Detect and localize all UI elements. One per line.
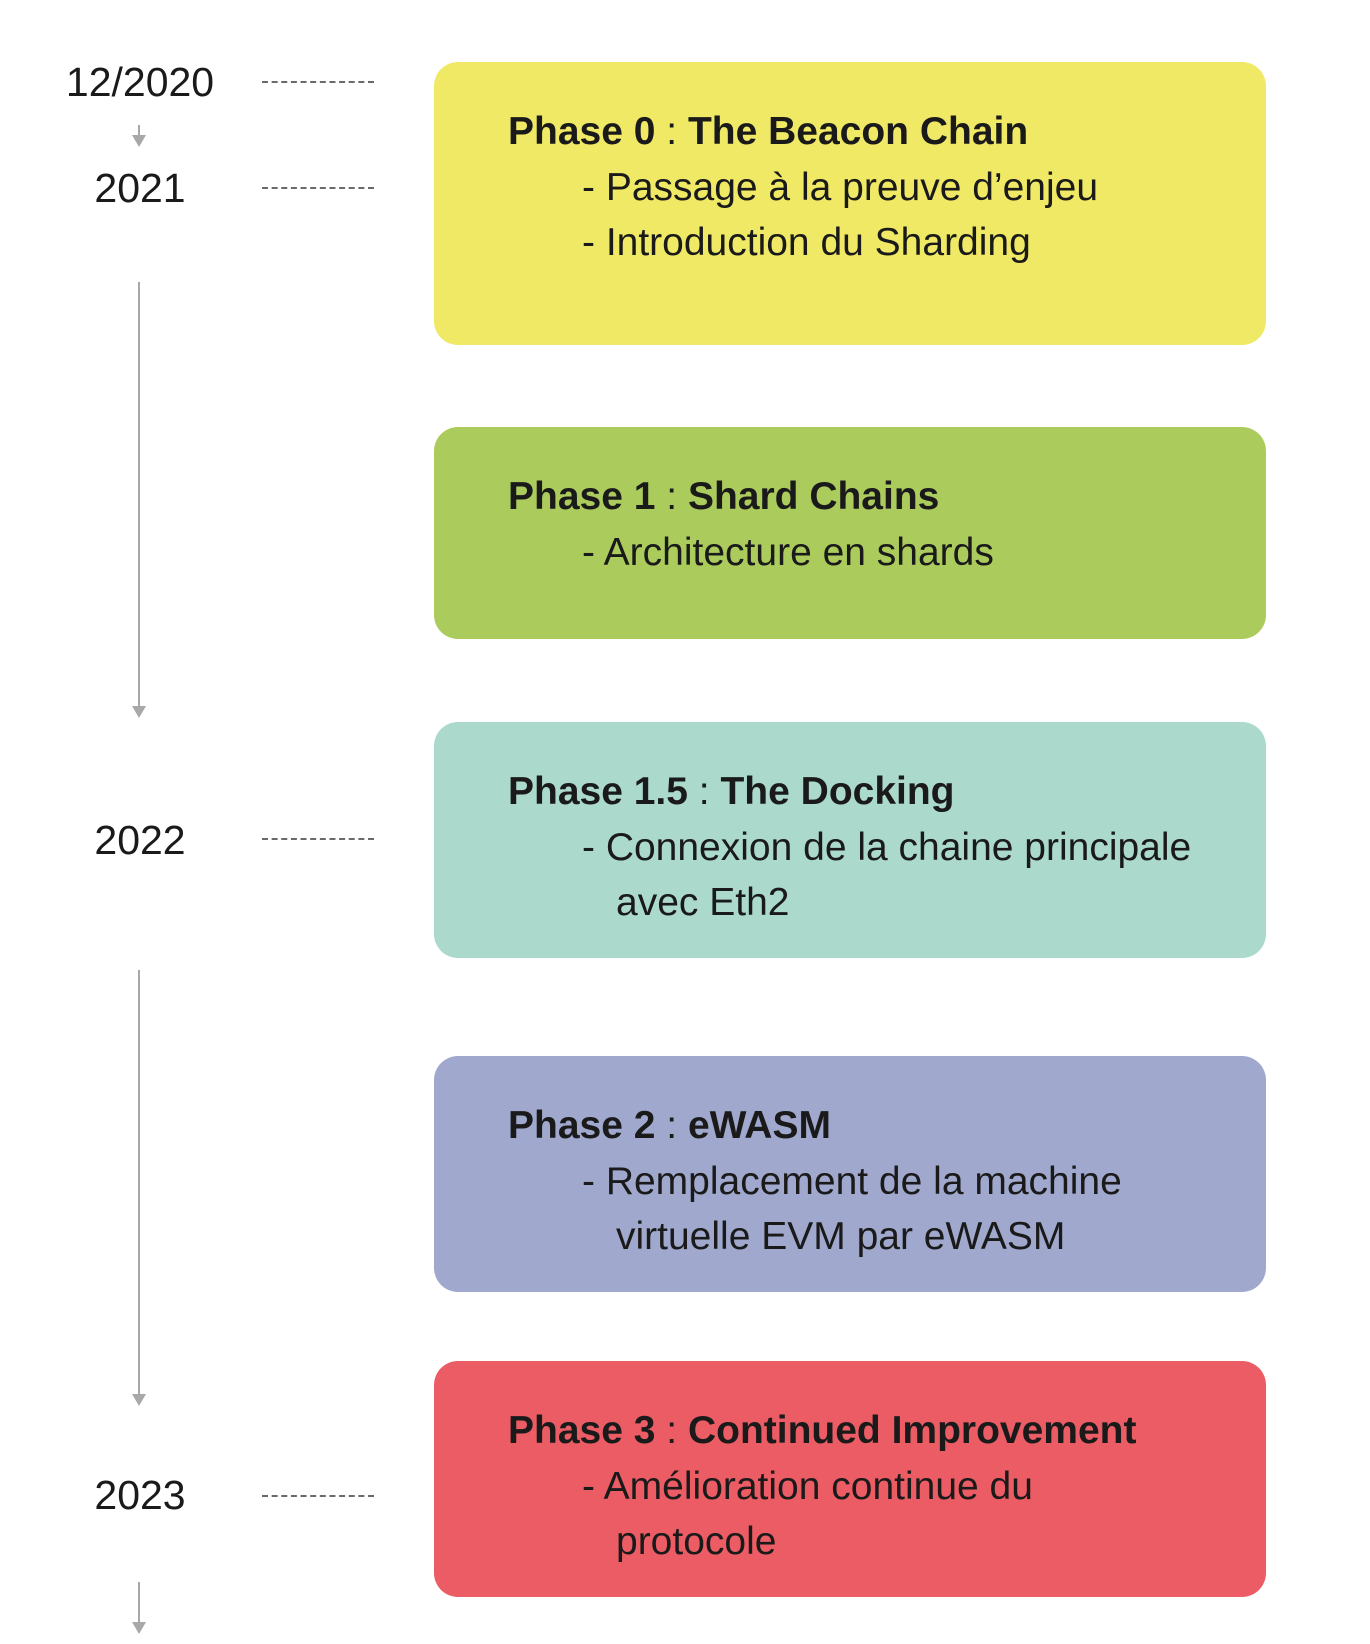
phase-3-box: Phase 3 : Continued Improvement - Amélio… xyxy=(434,1361,1266,1597)
phase-1-name: Shard Chains xyxy=(687,475,940,518)
phase-1-5-line-1: - Connexion de la chaine principale xyxy=(582,826,1192,869)
timeline-arrow-line-1 xyxy=(138,125,140,135)
phase-3-label: Phase 3 xyxy=(508,1409,656,1452)
phase-0-label: Phase 0 xyxy=(508,110,656,153)
phase-1-title: Phase 1 : Shard Chains xyxy=(508,469,1246,525)
year-label-2022: 2022 xyxy=(94,817,186,863)
phase-3-name: Continued Improvement xyxy=(687,1409,1137,1452)
phase-0-separator: : xyxy=(655,110,688,153)
phase-1-line-1: - Architecture en shards xyxy=(582,531,994,574)
year-connector-2023 xyxy=(262,1495,374,1497)
phase-3-title: Phase 3 : Continued Improvement xyxy=(508,1403,1246,1459)
phase-1-5-label: Phase 1.5 xyxy=(508,770,688,813)
phase-3-line-2: protocole xyxy=(616,1520,777,1563)
phase-2-separator: : xyxy=(655,1104,688,1147)
phase-1-5-box: Phase 1.5 : The Docking - Connexion de l… xyxy=(434,722,1266,958)
phase-2-line-1: - Remplacement de la machine xyxy=(582,1160,1122,1203)
phase-2-box: Phase 2 : eWASM - Remplacement de la mac… xyxy=(434,1056,1266,1292)
timeline-arrowhead-3 xyxy=(132,1394,146,1406)
phase-2-line-2: virtuelle EVM par eWASM xyxy=(616,1215,1066,1258)
phase-0-box: Phase 0 : The Beacon Chain - Passage à l… xyxy=(434,62,1266,345)
phase-1-label: Phase 1 xyxy=(508,475,656,518)
phase-1-separator: : xyxy=(655,475,688,518)
phase-0-name: The Beacon Chain xyxy=(687,110,1029,153)
year-connector-2020-12 xyxy=(262,81,374,83)
year-label-2020-12: 12/2020 xyxy=(65,59,215,105)
phase-1-5-separator: : xyxy=(687,770,721,813)
phase-2-title: Phase 2 : eWASM xyxy=(508,1098,1246,1154)
timeline-arrowhead-4 xyxy=(132,1622,146,1634)
timeline-arrow-line-3 xyxy=(138,970,140,1394)
phase-3-separator: : xyxy=(655,1409,688,1452)
phase-0-title: Phase 0 : The Beacon Chain xyxy=(508,104,1246,160)
phase-1-5-title: Phase 1.5 : The Docking xyxy=(508,764,1246,820)
phase-1-5-line-2: avec Eth2 xyxy=(616,881,790,924)
phase-2-label: Phase 2 xyxy=(508,1104,656,1147)
year-label-2021: 2021 xyxy=(94,165,186,211)
year-connector-2021 xyxy=(262,187,374,189)
year-label-2023: 2023 xyxy=(94,1472,186,1518)
timeline-arrowhead-2 xyxy=(132,706,146,718)
year-connector-2022 xyxy=(262,838,374,840)
phase-3-line-1: - Amélioration continue du xyxy=(582,1465,1033,1508)
timeline-arrowhead-1 xyxy=(132,135,146,147)
phase-1-5-name: The Docking xyxy=(720,770,955,813)
timeline-arrow-line-2 xyxy=(138,282,140,706)
phase-0-line-2: - Introduction du Sharding xyxy=(582,221,1031,264)
phase-1-box: Phase 1 : Shard Chains - Architecture en… xyxy=(434,427,1266,639)
phase-0-line-1: - Passage à la preuve d’enjeu xyxy=(582,166,1099,209)
timeline-arrow-line-4 xyxy=(138,1582,140,1622)
phase-2-name: eWASM xyxy=(687,1104,831,1147)
